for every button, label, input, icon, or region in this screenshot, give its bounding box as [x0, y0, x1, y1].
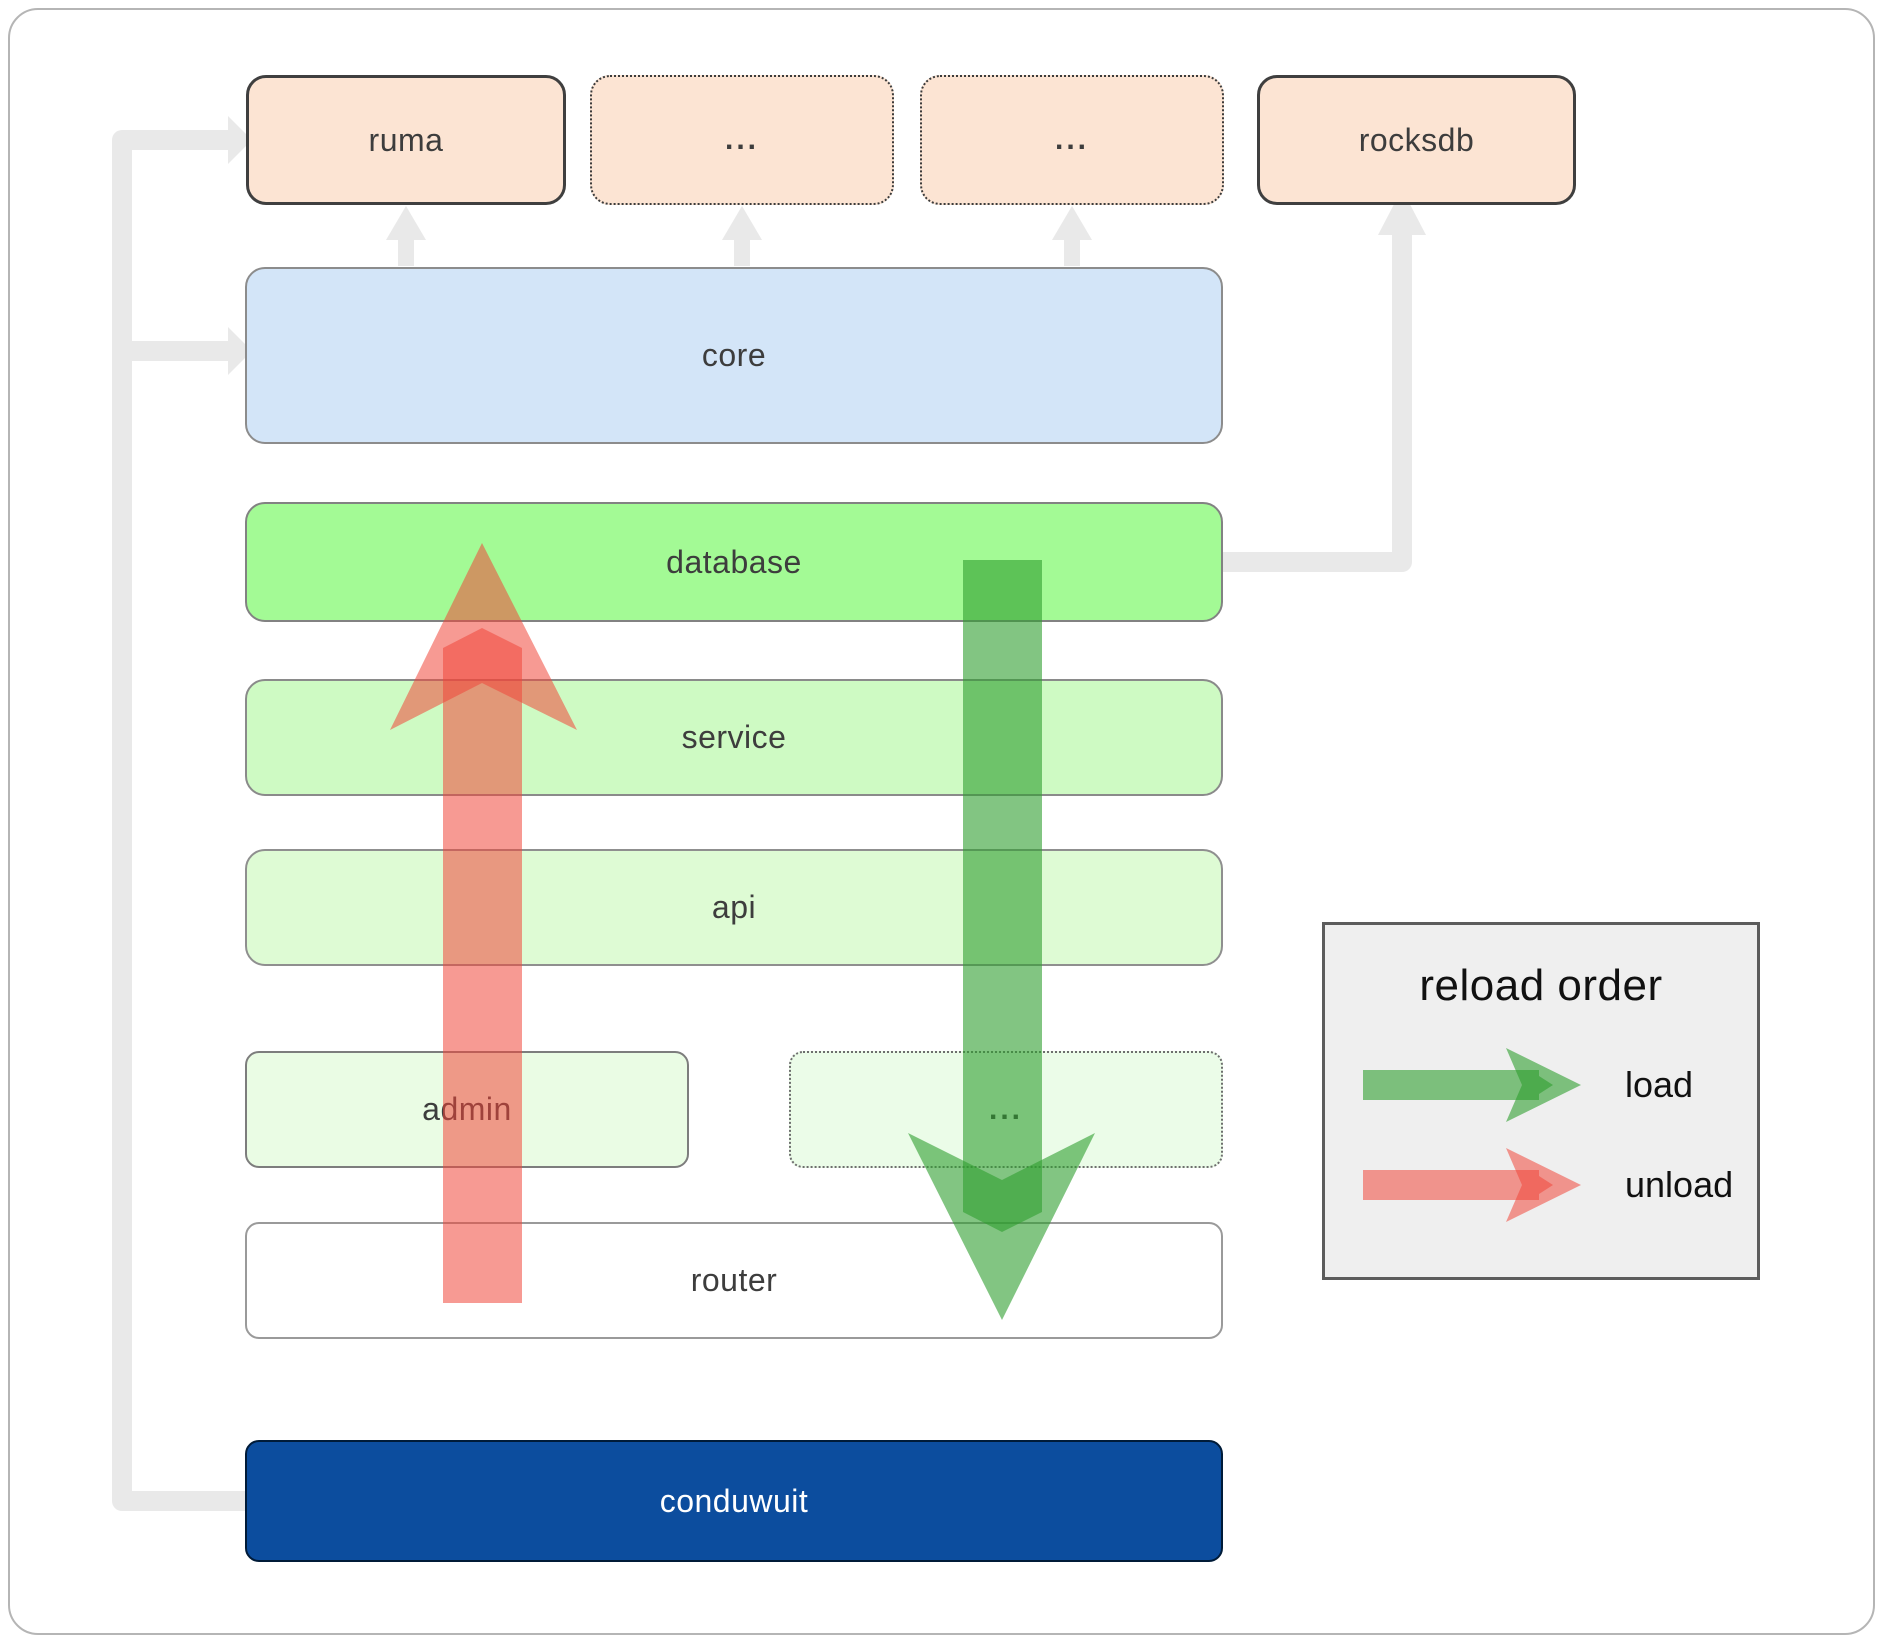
node-core: core	[245, 267, 1223, 444]
legend-unload-label: unload	[1625, 1164, 1734, 1205]
node-ellipsis-admin-row-label: ...	[988, 1092, 1023, 1126]
node-service-label: service	[681, 719, 787, 755]
legend-title: reload order	[1419, 961, 1663, 1010]
node-rocksdb-label: rocksdb	[1358, 121, 1475, 158]
node-admin-label: admin	[422, 1091, 512, 1127]
node-router-label: router	[690, 1262, 778, 1298]
load-arrow-icon	[1363, 1048, 1581, 1122]
node-ellipsis-top-1: ...	[590, 75, 894, 205]
node-rocksdb: rocksdb	[1257, 75, 1576, 205]
node-database: database	[245, 502, 1223, 622]
node-ruma: ruma	[246, 75, 566, 205]
node-database-label: database	[666, 543, 802, 580]
node-router: router	[245, 1222, 1223, 1339]
node-conduwuit-label: conduwuit	[659, 1482, 809, 1519]
legend-item-unload: unload	[1361, 1140, 1733, 1230]
node-service: service	[245, 679, 1223, 796]
node-ellipsis-admin-row: ...	[789, 1051, 1223, 1168]
node-admin: admin	[245, 1051, 689, 1168]
node-api: api	[245, 849, 1223, 966]
node-api-label: api	[711, 889, 757, 925]
node-ellipsis-top-2-label: ...	[1054, 123, 1089, 156]
node-ellipsis-top-1-label: ...	[724, 123, 759, 156]
node-ellipsis-top-2: ...	[920, 75, 1224, 205]
diagram-frame	[8, 8, 1875, 1635]
node-conduwuit: conduwuit	[245, 1440, 1223, 1562]
legend-reload-order: reload order load unload	[1322, 922, 1760, 1280]
legend-item-load: load	[1361, 1040, 1693, 1130]
node-core-label: core	[701, 337, 767, 373]
legend-load-label: load	[1625, 1064, 1694, 1105]
unload-arrow-icon	[1363, 1148, 1581, 1222]
node-ruma-label: ruma	[368, 121, 444, 158]
